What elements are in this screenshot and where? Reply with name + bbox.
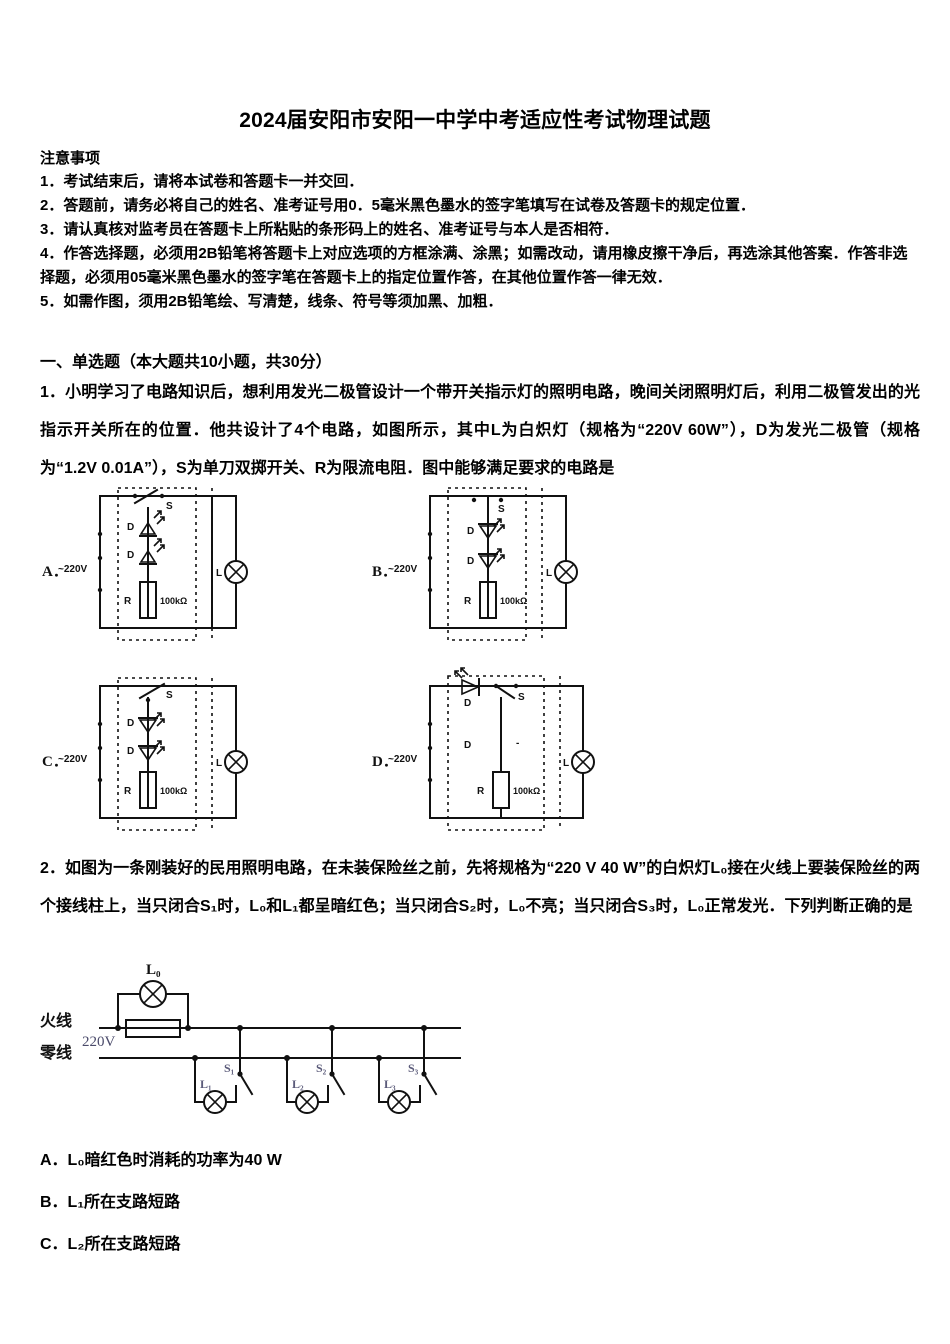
- lamp-label-a: L: [216, 568, 222, 579]
- question-2-text: 2．如图为一条刚装好的民用照明电路，在未装保险丝之前，先将规格为“220 V 4…: [40, 850, 920, 926]
- resistor-label-a: R: [124, 596, 132, 607]
- switch-label-b: S: [498, 504, 505, 515]
- option-c-letter: C．: [42, 754, 68, 770]
- circuit-option-d: D． ~220V D D S: [370, 667, 690, 838]
- question-2-number: 2．: [40, 860, 65, 877]
- resistor-value-a: 100kΩ: [160, 596, 187, 606]
- circuit-option-c: C． ~220V S D: [40, 668, 360, 838]
- voltage-label: 220V: [82, 1034, 116, 1050]
- main-lamp-label: L₀: [146, 962, 161, 978]
- circuit-diagram-c: C． ~220V S D: [42, 677, 248, 831]
- resistor-value-c: 100kΩ: [160, 786, 187, 796]
- notice-block: 注意事项 1．考试结束后，请将本试卷和答题卡一并交回． 2．答题前，请务必将自己…: [40, 148, 920, 314]
- resistor-label-c: R: [124, 786, 132, 797]
- notice-item: 1．考试结束后，请将本试卷和答题卡一并交回．: [40, 173, 364, 190]
- notice-item: 5．如需作图，须用2B铅笔绘、写清楚，线条、符号等须加黑、加粗．: [40, 293, 503, 310]
- live-wire-label: 火线: [40, 1011, 72, 1030]
- option-row[interactable]: C．L₂所在支路短路: [40, 1236, 181, 1253]
- question-1-number: 1．: [40, 384, 66, 401]
- question-1-stem: 小明学习了电路知识后，想利用发光二极管设计一个带开关指示灯的照明电路，晚间关闭照…: [40, 384, 920, 477]
- polarity-marker-d: -: [516, 738, 519, 749]
- option-row[interactable]: A．L₀暗红色时消耗的功率为40 W: [40, 1152, 282, 1169]
- circuit-option-b: B． ~220V S D: [370, 478, 690, 648]
- circuit-diagram-d: D． ~220V D D S: [372, 667, 595, 831]
- lamp-label-c: L: [216, 758, 222, 769]
- switch-label-d: S: [518, 692, 525, 703]
- section-heading: 一、单选题（本大题共10小题，共30分）: [40, 354, 332, 371]
- notice-item: 3．请认真核对监考员在答题卡上所粘贴的条形码上的姓名、准考证号与本人是否相符．: [40, 221, 619, 238]
- diode-label-b1: D: [467, 526, 474, 537]
- branch-switch-label-3: S₃: [408, 1061, 419, 1075]
- source-label-d: ~220V: [388, 754, 418, 765]
- circuit-diagram-a: A． ~220V S: [42, 487, 248, 641]
- branch-lamp-label-1: L₁: [200, 1077, 212, 1091]
- question-1-figure: A． ~220V S: [40, 478, 920, 838]
- switch-label-a: S: [166, 501, 173, 512]
- resistor-label-d: R: [477, 786, 485, 797]
- resistor-label-b: R: [464, 596, 472, 607]
- page-title: 2024届安阳市安阳一中学中考适应性考试物理试题: [239, 109, 711, 132]
- circuit-diagram-b: B． ~220V S D: [372, 487, 578, 641]
- notice-item: 2．答题前，请务必将自己的姓名、准考证号用0．5毫米黑色墨水的签字笔填写在试卷及…: [40, 197, 756, 214]
- option-d-letter: D．: [372, 754, 398, 770]
- diode-label-d2: D: [464, 740, 471, 751]
- branch-switch-label-1: S₁: [224, 1061, 235, 1075]
- source-label-b: ~220V: [388, 564, 418, 575]
- question-2-options: A．L₀暗红色时消耗的功率为40 W B．L₁所在支路短路 C．L₂所在支路短路: [40, 1140, 640, 1266]
- source-label-a: ~220V: [58, 564, 88, 575]
- branch-lamp-label-2: L₂: [292, 1077, 304, 1091]
- source-label-c: ~220V: [58, 754, 88, 765]
- option-b-letter: B．: [372, 564, 397, 580]
- lamp-label-b: L: [546, 568, 552, 579]
- diode-label-c1: D: [127, 718, 134, 729]
- switch-label-c: S: [166, 690, 173, 701]
- lamp-label-d: L: [563, 758, 569, 769]
- branch-switch-label-2: S₂: [316, 1061, 327, 1075]
- option-row[interactable]: B．L₁所在支路短路: [40, 1194, 180, 1211]
- question-2-figure: L₀ 火线 零线 220V: [39, 962, 500, 1127]
- question-2-stem: 如图为一条刚装好的民用照明电路，在未装保险丝之前，先将规格为“220 V 40 …: [40, 860, 920, 915]
- diode-label-c2: D: [127, 746, 134, 757]
- branch-lamp-label-3: L₃: [384, 1077, 396, 1091]
- option-a-letter: A．: [42, 564, 68, 580]
- diode-label-a2: D: [127, 550, 134, 561]
- notice-item: 4．作答选择题，必须用2B铅笔将答题卡上对应选项的方框涂满、涂黑；如需改动，请用…: [40, 245, 908, 286]
- household-circuit-diagram: L₀ 火线 零线 220V: [39, 962, 461, 1114]
- notice-heading: 注意事项: [40, 150, 101, 167]
- diode-label-a1: D: [127, 522, 134, 533]
- diode-label-b2: D: [467, 556, 474, 567]
- neutral-wire-label: 零线: [39, 1043, 72, 1062]
- diode-label-d1: D: [464, 698, 471, 709]
- question-1-text: 1．小明学习了电路知识后，想利用发光二极管设计一个带开关指示灯的照明电路，晚间关…: [40, 374, 920, 488]
- resistor-value-d: 100kΩ: [513, 786, 540, 796]
- circuit-option-a: A． ~220V S: [40, 478, 360, 648]
- resistor-value-b: 100kΩ: [500, 596, 527, 606]
